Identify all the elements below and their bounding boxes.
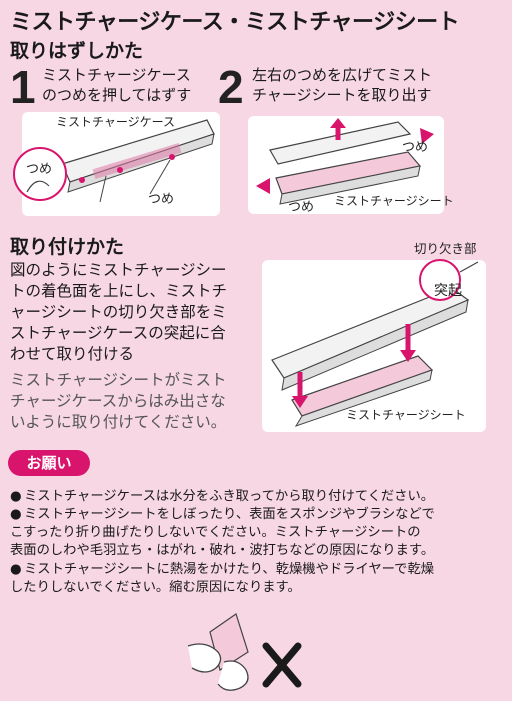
install-line: トの着色面を上にし、ミストチ <box>10 282 228 300</box>
illus3-notch-label: 切り欠き部 <box>414 241 477 256</box>
note-item: ●ミストチャージシートに熱湯をかけたり、乾燥機やドライヤーで乾燥 <box>10 561 434 579</box>
step1-number: 1 <box>10 61 36 113</box>
note-line: こすったり折り曲げたりしないでください。ミストチャージシートの <box>10 525 421 540</box>
illustration-no-folding <box>176 612 336 698</box>
illus1-claw-label-b: つめ <box>148 192 175 207</box>
illus1-case-label: ミストチャージケース <box>56 115 176 129</box>
note-line: ミストチャージシートをしぼったり、表面をスポンジやブラシなどで <box>24 507 435 522</box>
illus3-sheet-label: ミストチャージシート <box>346 408 466 422</box>
illustration-remove-sheet: つめ つめ ミストチャージシート <box>248 116 454 215</box>
note-line: したりしないでください。縮む原因になります。 <box>10 580 301 595</box>
page-title: ミストチャージケース・ミストチャージシート <box>10 10 460 35</box>
step1-line2: のつめを押してはずす <box>42 86 192 104</box>
bullet-icon: ● <box>10 562 22 577</box>
install-line: 図のようにミストチャージシー <box>10 261 227 279</box>
install-sub-line: チャージケースからはみ出さな <box>10 392 226 410</box>
step2-number: 2 <box>218 61 244 113</box>
note-line: 表面のしわや毛羽立ち・はがれ・破れ・波打ちなどの原因になります。 <box>10 543 435 558</box>
note-line: ミストチャージケースは水分をふき取ってから取り付けてください。 <box>24 489 435 504</box>
illus2-sheet-label: ミストチャージシート <box>334 194 454 208</box>
install-line: ストチャージケースの突起に合 <box>10 324 226 342</box>
bullet-icon: ● <box>10 489 22 504</box>
note-line: ミストチャージシートに熱湯をかけたり、乾燥機やドライヤーで乾燥 <box>24 562 435 577</box>
illus2-claw-label-b: つめ <box>288 200 315 215</box>
request-badge: お願い <box>8 450 90 476</box>
install-drawing <box>271 259 479 427</box>
step2-line1: 左右のつめを広げてミスト <box>252 66 433 84</box>
illus2-claw-label-a: つめ <box>402 140 429 155</box>
mist-sheet-drawing <box>256 118 434 205</box>
install-sub-line: いように取り付けてください。 <box>10 413 227 431</box>
install-line: ャージシートの切り欠き部をミ <box>10 303 227 321</box>
illustration-install: 切り欠き部 突起 ミストチャージシート <box>262 241 486 432</box>
install-sub-line: ミストチャージシートがミスト <box>10 371 227 389</box>
mist-case-drawing <box>13 119 215 203</box>
step2-line2: チャージシートを取り出す <box>252 86 432 104</box>
illus1-claw-label-a: つめ <box>26 162 53 177</box>
folding-hands-icon <box>187 613 302 691</box>
note-item: ●ミストチャージシートをしぼったり、表面をスポンジやブラシなどで <box>10 506 435 524</box>
illus3-protrusion-label: 突起 <box>434 283 462 299</box>
install-line: わせて取り付ける <box>10 345 135 363</box>
install-heading: 取り付けかた <box>10 236 125 258</box>
bullet-icon: ● <box>10 507 22 522</box>
step1-line1: ミストチャージケース <box>42 66 191 84</box>
removal-heading: 取りはずしかた <box>10 40 144 62</box>
note-item: ●ミストチャージケースは水分をふき取ってから取り付けてください。 <box>10 488 434 506</box>
illustration-remove-case: ミストチャージケース つめ つめ <box>13 112 220 216</box>
prohibited-x-icon <box>262 642 302 688</box>
